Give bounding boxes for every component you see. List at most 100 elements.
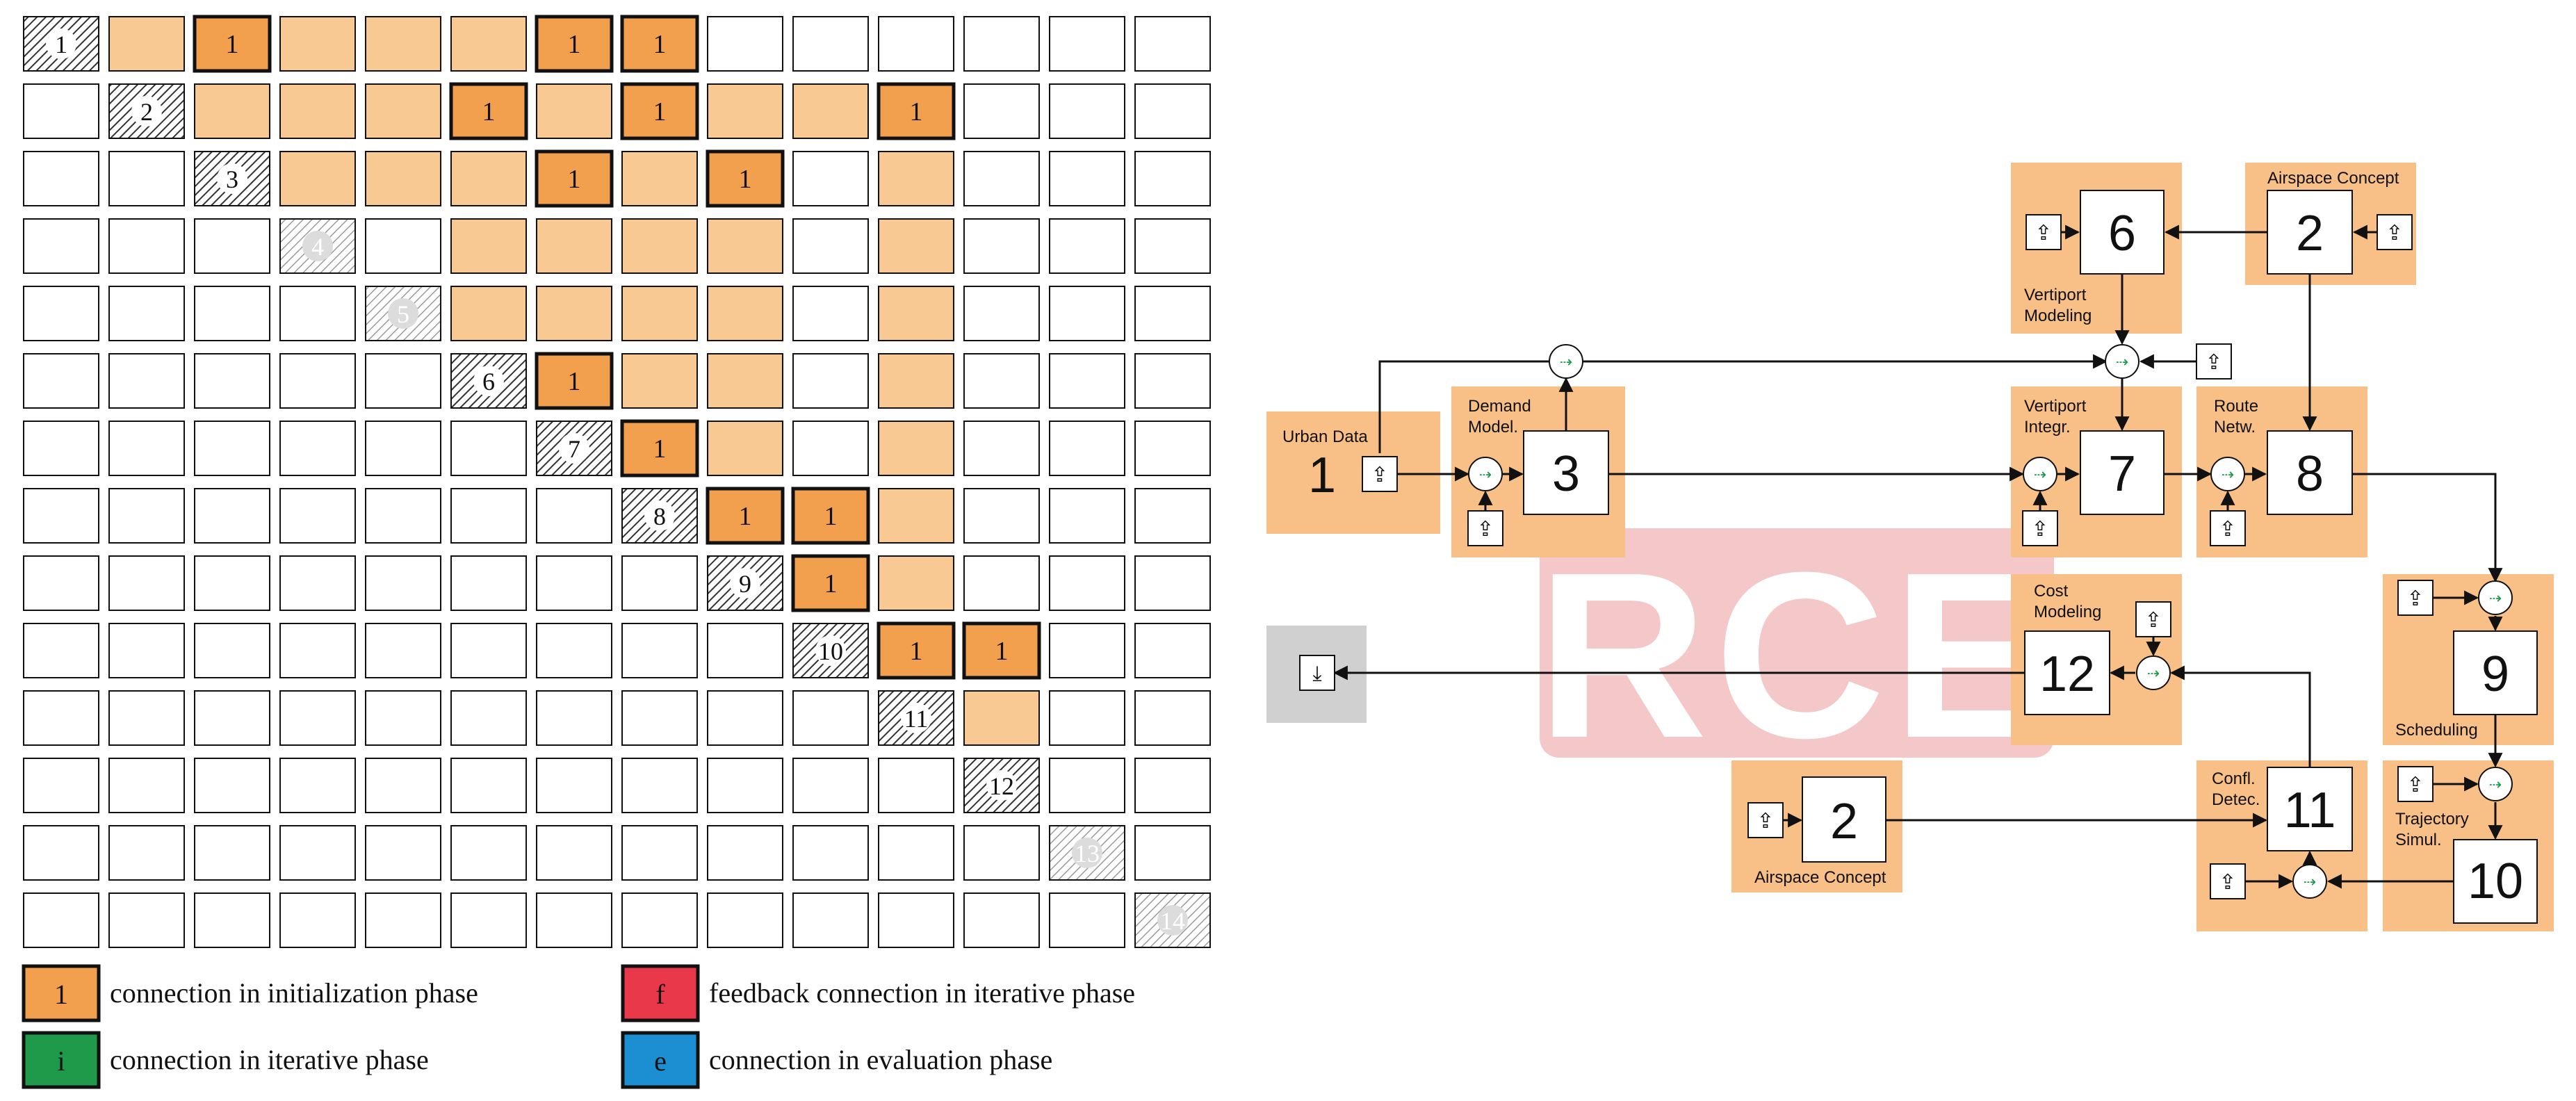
input-port-icon[interactable] [1362, 456, 1398, 492]
dsm-empty-cell [279, 353, 356, 409]
dsm-empty-cell [194, 488, 270, 544]
block-airspace-top-inner [2267, 190, 2353, 275]
merge-node-confl [2292, 864, 2327, 899]
dsm-empty-cell [1134, 218, 1211, 274]
dsm-dependency-cell [450, 151, 527, 206]
dsm-diagonal-label: 8 [653, 503, 666, 530]
port-glyphs: ⇪ ⇪ ⇪ ⇪ ⇪ ⇪ ⇪ ⇪ ⇪ ⇪ ⇪ ⇪ ⤓ [1312, 222, 2424, 894]
legend-key-iterative: i [57, 1045, 65, 1077]
dsm-empty-cell [194, 555, 270, 611]
input-port-icon[interactable] [2022, 510, 2058, 546]
conn-route-sched [2352, 473, 2503, 583]
dsm-empty-cell [108, 218, 185, 274]
legend-item-evaluation: e connection in evaluation phase [621, 1031, 1052, 1089]
legend-swatch-evaluation [621, 1031, 700, 1089]
dsm-empty-cell [1049, 353, 1125, 409]
dsm-empty-cell [792, 16, 869, 72]
upload-icon: ⇪ [2219, 518, 2236, 541]
route-label-line1: Route [2214, 397, 2258, 416]
dsm-diagonal-badge [217, 163, 247, 194]
dsm-empty-cell [963, 825, 1040, 881]
dsm-empty-cell [707, 16, 783, 72]
dsm-empty-cell [365, 488, 441, 544]
dsm-diagonal-label: 13 [1075, 840, 1100, 867]
dsm-empty-cell [194, 690, 270, 746]
dsm-empty-cell [1049, 892, 1125, 948]
input-port-icon[interactable] [1467, 510, 1503, 546]
dsm-empty-cell [1134, 623, 1211, 678]
dsm-empty-cell [1049, 758, 1125, 813]
dsm-dependency-cell [878, 151, 954, 206]
dsm-empty-cell [963, 218, 1040, 274]
input-port-icon[interactable] [2397, 580, 2434, 616]
dsm-empty-cell [194, 758, 270, 813]
merge-glyph-3: ⇢ [1479, 466, 1492, 483]
legend-item-iterative: i connection in iterative phase [22, 1031, 429, 1089]
port-icons [1299, 214, 2434, 899]
block-airspace-bot-inner [1802, 776, 1886, 863]
dsm-dependency-cell [536, 83, 612, 139]
dsm-empty-cell [23, 892, 99, 948]
block-urban-data[interactable] [1266, 411, 1440, 534]
dsm-empty-cell [450, 623, 527, 678]
merge-nodes: ⇢ ⇢ ⇢ ⇢ ⇢ ⇢ ⇢ ⇢ ⇢ [1468, 344, 2513, 899]
dsm-empty-cell [1134, 825, 1211, 881]
block-confl-number: 11 [2284, 783, 2336, 838]
dsm-empty-cell [963, 83, 1040, 139]
cost-label-line2: Modeling [2034, 603, 2101, 621]
input-port-icon[interactable] [2397, 766, 2434, 802]
input-port-icon[interactable] [2135, 601, 2171, 637]
dsm-empty-cell [792, 151, 869, 206]
demand-label-line2: Model. [1468, 418, 1518, 437]
dsm-dependency-cell [707, 421, 783, 476]
dsm-empty-cell [1134, 555, 1211, 611]
input-port-icon[interactable] [1747, 802, 1784, 838]
merge-node-vport [2023, 457, 2057, 491]
dsm-empty-cell [108, 421, 185, 476]
dsm-empty-cell [707, 758, 783, 813]
dsm-dependency-cell [194, 83, 270, 139]
dsm-empty-cell [23, 151, 99, 206]
block-traj-inner [2453, 839, 2538, 924]
legend-swatch-iterative [22, 1031, 101, 1089]
vport-integ-line2: Integr. [2024, 418, 2071, 437]
dsm-empty-cell [279, 892, 356, 948]
dsm-empty-cell [1134, 16, 1211, 72]
dsm-connection-cell [791, 554, 870, 612]
merge-node-traj [2478, 767, 2513, 801]
dsm-empty-cell [23, 623, 99, 678]
dsm-empty-cell [279, 421, 356, 476]
dsm-diagonal-badge [1072, 838, 1102, 868]
output-port-icon[interactable] [1299, 655, 1335, 691]
input-port-icon[interactable] [2210, 510, 2246, 546]
block-airspace-top-number: 2 [2296, 206, 2324, 261]
input-port-icon[interactable] [2196, 343, 2232, 380]
upload-icon: ⇪ [2219, 871, 2236, 894]
input-port-icon[interactable] [2377, 214, 2413, 250]
dsm-empty-cell [792, 892, 869, 948]
block-airspace-bot-label: Airspace Concept [1754, 868, 1886, 887]
input-port-icon[interactable] [2025, 214, 2062, 250]
dsm-empty-cell [1049, 151, 1125, 206]
dsm-dependency-cell [707, 353, 783, 409]
dsm-empty-cell [1049, 555, 1125, 611]
dsm-empty-cell [707, 623, 783, 678]
dsm-dependency-cell [963, 690, 1040, 746]
legend-text-init: connection in initialization phase [110, 977, 478, 1009]
dsm-empty-cell [108, 353, 185, 409]
dsm-connection-label: 1 [739, 165, 752, 194]
block-sched-label: Scheduling [2395, 721, 2478, 740]
connections [1332, 225, 2503, 889]
dsm-empty-cell [108, 286, 185, 341]
dsm-dependency-cell [450, 286, 527, 341]
block-vport-integ-inner [2080, 430, 2165, 515]
dsm-empty-cell [792, 758, 869, 813]
input-port-icon[interactable] [2210, 863, 2246, 899]
dsm-dependency-cell [279, 151, 356, 206]
demand-label-line1: Demand [1468, 397, 1531, 416]
dsm-empty-cell [23, 555, 99, 611]
dsm-diagonal-label: 4 [311, 233, 324, 261]
